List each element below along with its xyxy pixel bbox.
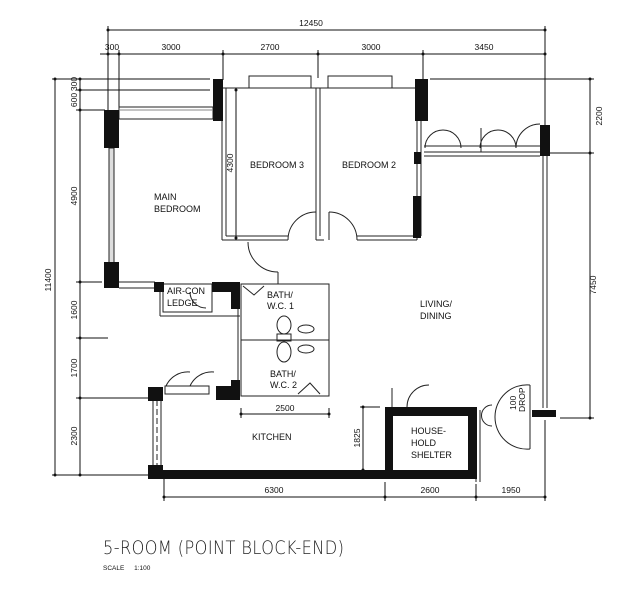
dimension-ticks [53, 28, 592, 499]
dimension-lines [52, 26, 594, 501]
svg-text:2700: 2700 [261, 42, 280, 52]
svg-text:1700: 1700 [69, 358, 79, 377]
partition-walls [108, 75, 548, 482]
svg-text:BEDROOM: BEDROOM [154, 204, 201, 214]
scale-label: SCALE [103, 565, 125, 572]
label-refuse-drop: 100 [508, 396, 518, 410]
svg-text:7450: 7450 [588, 275, 598, 294]
label-main-bedroom: MAIN [154, 192, 177, 202]
svg-text:DINING: DINING [420, 311, 452, 321]
label-bedroom-3: BEDROOM 3 [250, 160, 304, 170]
scale-note: SCALE 1:100 [103, 565, 158, 572]
svg-text:2300: 2300 [69, 426, 79, 445]
svg-text:1600: 1600 [69, 300, 79, 319]
label-bath-1: BATH/ [267, 290, 293, 300]
svg-text:1950: 1950 [502, 485, 521, 495]
svg-text:HOLD: HOLD [411, 438, 437, 448]
svg-text:1825: 1825 [352, 428, 362, 447]
svg-text:LEDGE: LEDGE [167, 298, 198, 308]
svg-text:SHELTER: SHELTER [411, 450, 452, 460]
structural-walls [104, 79, 556, 479]
svg-text:300: 300 [105, 42, 119, 52]
svg-text:2200: 2200 [594, 106, 604, 125]
svg-text:3450: 3450 [475, 42, 494, 52]
svg-text:DROP: DROP [517, 387, 527, 412]
svg-text:2600: 2600 [421, 485, 440, 495]
svg-text:3000: 3000 [362, 42, 381, 52]
label-bedroom-2: BEDROOM 2 [342, 160, 396, 170]
svg-text:300: 300 [69, 77, 79, 91]
label-living-dining: LIVING/ [420, 299, 453, 309]
dimension-labels: 12450 300 3000 2700 3000 3450 11400 600 … [43, 18, 604, 495]
svg-text:2500: 2500 [276, 403, 295, 413]
label-aircon-ledge: AIR-CON [167, 286, 205, 296]
svg-text:600: 600 [69, 93, 79, 107]
svg-text:3000: 3000 [162, 42, 181, 52]
label-household-shelter: HOUSE- [411, 426, 446, 436]
plan-title: 5-ROOM (POINT BLOCK-END) [103, 537, 345, 559]
svg-text:4900: 4900 [69, 186, 79, 205]
svg-text:11400: 11400 [43, 268, 53, 291]
scale-value: 1:100 [134, 565, 151, 572]
label-bath-2: BATH/ [270, 369, 296, 379]
svg-text:12450: 12450 [299, 18, 323, 28]
svg-text:W.C. 1: W.C. 1 [267, 301, 294, 311]
label-kitchen: KITCHEN [252, 432, 292, 442]
svg-text:W.C. 2: W.C. 2 [270, 380, 297, 390]
room-labels: MAIN BEDROOM BEDROOM 3 BEDROOM 2 AIR-CON… [154, 160, 527, 460]
door-swings [165, 123, 541, 450]
svg-text:6300: 6300 [265, 485, 284, 495]
svg-text:4300: 4300 [225, 153, 235, 172]
